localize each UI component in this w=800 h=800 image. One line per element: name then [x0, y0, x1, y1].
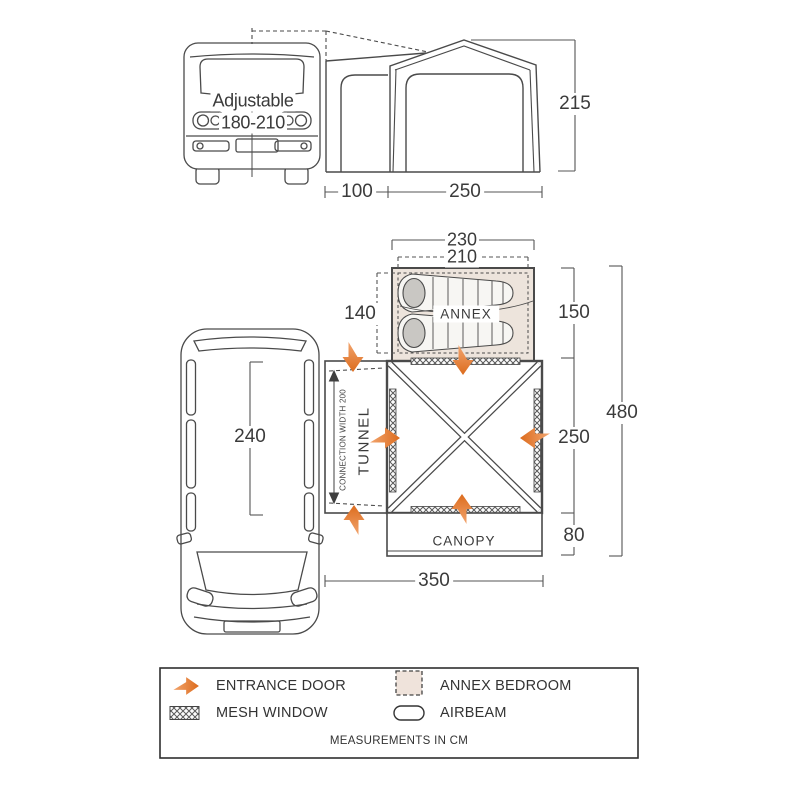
van-headlight-icon — [290, 587, 318, 607]
awning-door-arch — [405, 73, 524, 172]
tunnel-door-arch — [340, 74, 388, 172]
legend-annex-bedroom-label: ANNEX BEDROOM — [440, 678, 572, 694]
dim-height-215: 215 — [556, 93, 594, 115]
van-side-window — [303, 359, 315, 416]
dim-annex-230: 230 — [444, 229, 480, 251]
main-room-area — [385, 357, 544, 515]
dim-annex-150: 150 — [555, 302, 593, 324]
legend-box — [159, 667, 639, 759]
legend-airbeam-label: AIRBEAM — [440, 705, 507, 721]
sleeping-bag-icon — [397, 300, 534, 353]
legend-entrance-door-label: ENTRANCE DOOR — [216, 678, 346, 694]
van-side-window — [185, 359, 197, 416]
airbeam-cross — [387, 361, 542, 513]
tunnel-side-roof — [325, 52, 427, 62]
awning-gable-outline — [389, 39, 541, 173]
van-mirror-icon — [176, 532, 193, 545]
legend-mesh-window-label: MESH WINDOW — [216, 705, 328, 721]
van-side-window — [185, 419, 197, 489]
van-side-window — [185, 492, 197, 532]
van-headlight-icon — [186, 587, 214, 607]
tunnel-label: TUNNEL — [355, 406, 373, 476]
dim-van-240: 240 — [231, 426, 269, 448]
van-side-window — [303, 419, 315, 489]
dim-total-350: 350 — [415, 570, 453, 592]
van-rear-window — [193, 336, 307, 352]
dim-line-140 — [376, 272, 398, 354]
dim-total-480: 480 — [603, 402, 641, 424]
mesh-window-legend-icon — [169, 706, 200, 720]
connection-dashed-lines — [251, 28, 429, 61]
van-mirror-icon — [307, 532, 324, 545]
dim-main-250: 250 — [555, 427, 593, 449]
dim-canopy-80: 80 — [560, 525, 588, 547]
annex-label: ANNEX — [433, 305, 499, 323]
dim-annex-140: 140 — [341, 303, 379, 325]
airbeam-legend-icon — [393, 705, 425, 721]
annex-bedroom-legend-icon — [395, 670, 423, 696]
dim-awning-250: 250 — [446, 181, 484, 203]
adjustable-label-line1: Adjustable — [210, 90, 296, 112]
van-windshield-top — [196, 551, 308, 596]
awning-side-view — [325, 39, 541, 173]
canopy-label: CANOPY — [432, 533, 496, 549]
connection-width-label: CONNECTION WIDTH 200 — [338, 389, 348, 491]
dim-annex-210: 210 — [444, 246, 480, 268]
entrance-door-legend-icon — [173, 677, 199, 695]
measurements-note: MEASUREMENTS IN CM — [329, 735, 469, 747]
tunnel-area — [324, 360, 388, 514]
connection-width-arrow — [328, 369, 340, 505]
sleeping-bag-icon — [397, 273, 514, 313]
dim-tunnel-100: 100 — [338, 181, 376, 203]
adjustable-label-line2: 180-210 — [219, 112, 287, 134]
van-side-window — [303, 492, 315, 532]
